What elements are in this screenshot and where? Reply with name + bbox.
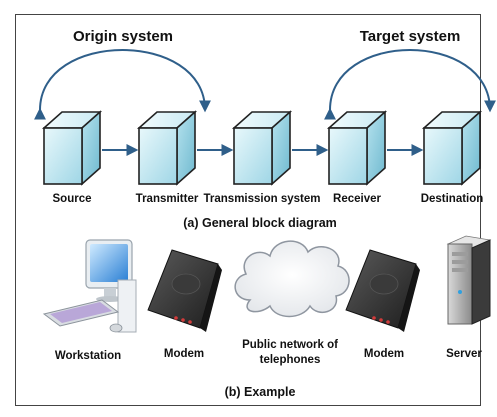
caption-b: (b) Example: [224, 385, 296, 399]
block-label-transmitter: Transmitter: [135, 193, 199, 205]
label-server: Server: [446, 348, 482, 360]
target-system-label: Target system: [359, 28, 461, 45]
target-arc: [323, 49, 496, 120]
cube-transmitter: [136, 110, 198, 186]
cube-source: [41, 110, 103, 186]
cloud-icon: [234, 240, 350, 318]
modem-icon-2: [345, 249, 420, 332]
block-label-receiver: Receiver: [333, 193, 381, 205]
label-network-line1: Public network of: [242, 339, 338, 351]
cube-destination: [421, 110, 483, 186]
label-network-line2: telephones: [259, 354, 321, 366]
server-icon: [446, 235, 492, 325]
block-label-source: Source: [52, 193, 92, 205]
origin-arc: [33, 49, 211, 120]
diagram-frame: [15, 14, 481, 406]
label-workstation: Workstation: [54, 350, 122, 362]
cube-transmission-system: [231, 110, 293, 186]
block-label-destination: Destination: [420, 193, 484, 205]
caption-a: (a) General block diagram: [183, 216, 337, 230]
block-label-transmission-system: Transmission system: [203, 193, 321, 205]
modem-icon-1: [147, 249, 222, 332]
workstation-icon: [42, 239, 137, 333]
label-modem-1: Modem: [163, 348, 205, 360]
label-modem-2: Modem: [363, 348, 405, 360]
cube-receiver: [326, 110, 388, 186]
origin-system-label: Origin system: [72, 28, 174, 45]
